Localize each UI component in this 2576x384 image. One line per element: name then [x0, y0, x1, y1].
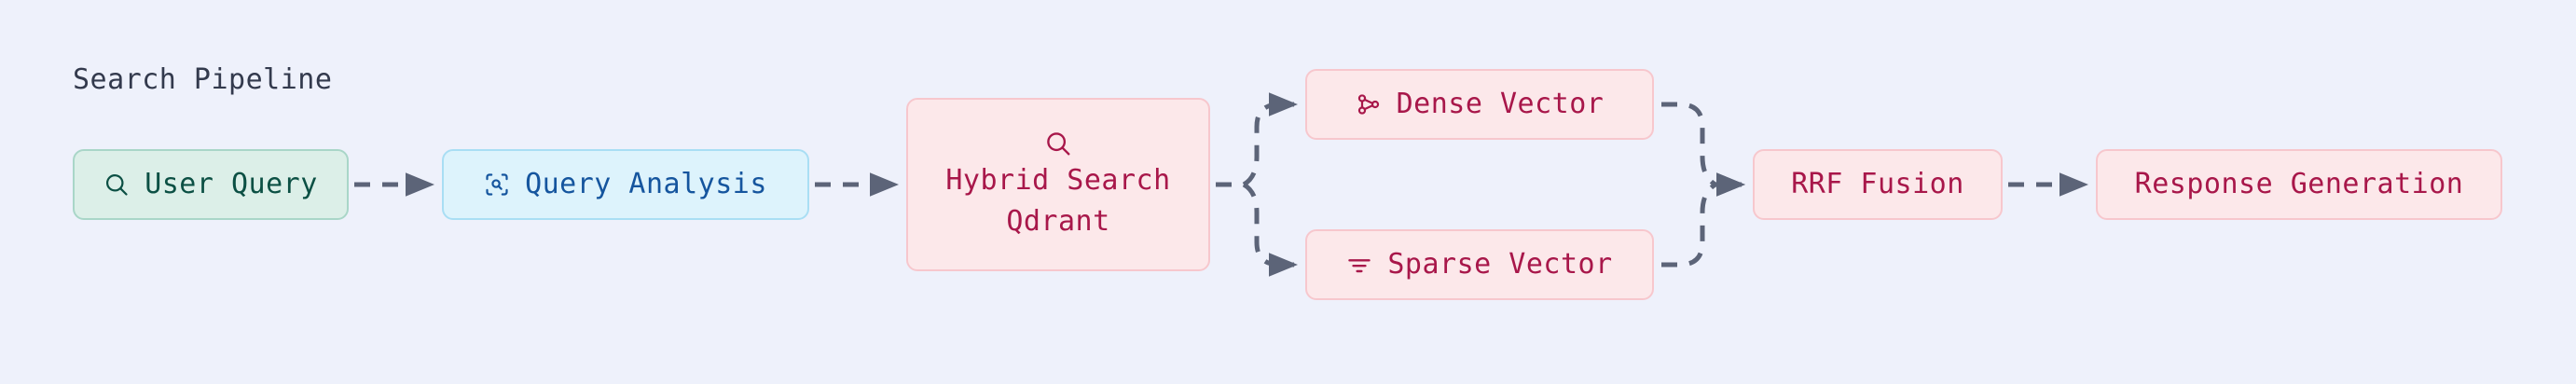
filter-lines-icon — [1346, 252, 1372, 278]
node-sparse-vector[interactable]: Sparse Vector — [1305, 229, 1654, 300]
node-sparse-vector-label: Sparse Vector — [1387, 247, 1613, 281]
node-response-generation[interactable]: Response Generation — [2096, 149, 2502, 220]
node-rrf-fusion-label: RRF Fusion — [1791, 167, 1964, 200]
edge-hybrid-search-to-dense-vector — [1242, 92, 1298, 187]
node-hybrid-search-sublabel: Qdrant — [1006, 205, 1110, 238]
node-query-analysis[interactable]: Query Analysis — [442, 149, 809, 220]
node-dense-vector-label: Dense Vector — [1396, 87, 1605, 120]
node-query-analysis-label: Query Analysis — [525, 167, 767, 200]
search-icon — [1044, 130, 1072, 158]
network-nodes-icon — [1356, 91, 1382, 117]
edge-sparse-vector-to-rrf-fusion — [1661, 172, 1745, 267]
node-response-generation-label: Response Generation — [2134, 167, 2464, 200]
node-user-query-label: User Query — [145, 167, 318, 200]
page-title: Search Pipeline — [73, 63, 333, 96]
node-hybrid-search[interactable]: Hybrid Search Qdrant — [906, 98, 1210, 271]
node-user-query[interactable]: User Query — [73, 149, 349, 220]
scan-search-icon — [484, 171, 510, 198]
node-rrf-fusion[interactable]: RRF Fusion — [1753, 149, 2003, 220]
search-icon — [103, 171, 130, 198]
edge-hybrid-search-to-sparse-vector — [1242, 182, 1298, 277]
node-hybrid-search-label: Hybrid Search — [945, 163, 1171, 197]
edge-dense-vector-to-rrf-fusion — [1661, 102, 1745, 197]
node-dense-vector[interactable]: Dense Vector — [1305, 69, 1654, 140]
